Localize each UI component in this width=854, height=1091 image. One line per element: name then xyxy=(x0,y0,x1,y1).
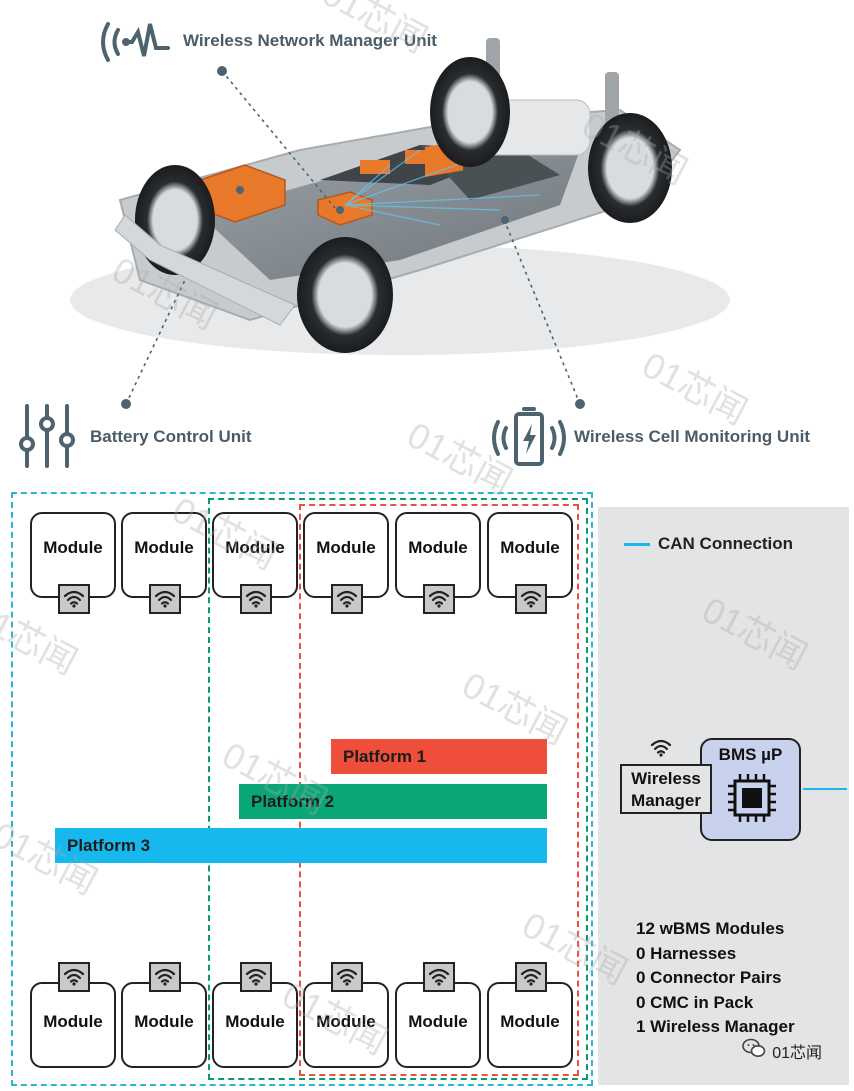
wireless-manager-box[interactable]: Wireless Manager xyxy=(620,764,712,814)
battery-control-label: Battery Control Unit xyxy=(90,427,252,446)
module-label: Module xyxy=(500,538,560,557)
cell-monitoring-label: Wireless Cell Monitoring Unit xyxy=(574,427,810,446)
wifi-icon xyxy=(58,584,90,614)
module-top-1[interactable]: Module xyxy=(30,512,116,614)
bms-label: BMS µP xyxy=(718,745,783,764)
module-label: Module xyxy=(500,1012,560,1031)
module-top-6[interactable]: Module xyxy=(487,512,573,614)
bms-processor-box[interactable]: BMS µP xyxy=(700,738,801,841)
module-bottom-6[interactable]: Module xyxy=(487,962,573,1068)
can-legend-label: CAN Connection xyxy=(658,534,794,553)
signal-wave-icon xyxy=(96,14,170,75)
wifi-icon xyxy=(331,962,363,992)
wifi-icon xyxy=(149,584,181,614)
ev-chassis-illustration xyxy=(70,38,730,409)
can-legend-swatch xyxy=(624,543,650,546)
module-label: Module xyxy=(225,1012,285,1031)
stat-harnesses: 0 Harnesses xyxy=(636,943,737,963)
platform3-zone xyxy=(11,492,593,1086)
module-label: Module xyxy=(43,1012,103,1031)
wifi-icon xyxy=(149,962,181,992)
stats-list: 12 wBMS Modules 0 Harnesses 0 Connector … xyxy=(636,917,795,1040)
wbms-platform-diagram: Module Module Module Module Module Modul… xyxy=(0,488,854,1091)
stat-cmc: 0 CMC in Pack xyxy=(636,992,754,1012)
wireless-battery-icon xyxy=(488,404,570,473)
wifi-icon xyxy=(423,962,455,992)
module-bottom-4[interactable]: Module xyxy=(303,962,389,1068)
wbms-summary-panel: CAN Connection BMS µP Wireless Manager 1… xyxy=(598,507,849,1085)
module-bottom-5[interactable]: Module xyxy=(395,962,481,1068)
stat-connector-pairs: 0 Connector Pairs xyxy=(636,968,782,987)
module-top-3[interactable]: Module xyxy=(212,512,298,614)
wifi-icon xyxy=(423,584,455,614)
platform-2-bar: Platform 2 xyxy=(239,784,547,819)
wifi-icon xyxy=(650,739,672,762)
wifi-icon xyxy=(515,962,547,992)
vehicle-illustration: Wireless Network Manager Unit Battery Co… xyxy=(0,0,854,480)
module-label: Module xyxy=(316,1012,376,1031)
module-bottom-3[interactable]: Module xyxy=(212,962,298,1068)
can-connection-line xyxy=(803,788,847,790)
module-bottom-2[interactable]: Module xyxy=(121,962,207,1068)
wifi-icon xyxy=(240,584,272,614)
wireless-manager-line2: Manager xyxy=(631,791,701,810)
module-bottom-1[interactable]: Module xyxy=(30,962,116,1068)
module-label: Module xyxy=(316,538,376,557)
network-manager-label: Wireless Network Manager Unit xyxy=(183,31,437,50)
platform-1-bar: Platform 1 xyxy=(331,739,547,774)
module-top-2[interactable]: Module xyxy=(121,512,207,614)
wechat-attribution: 01芯闻 xyxy=(742,1038,822,1063)
module-label: Module xyxy=(408,1012,468,1031)
slider-controls-icon xyxy=(17,404,77,473)
module-label: Module xyxy=(134,538,194,557)
module-label: Module xyxy=(134,1012,194,1031)
stat-wireless-manager: 1 Wireless Manager xyxy=(636,1017,795,1036)
platform-2-label: Platform 2 xyxy=(251,792,335,811)
platform-1-label: Platform 1 xyxy=(343,747,427,766)
module-label: Module xyxy=(225,538,285,557)
wifi-icon xyxy=(58,962,90,992)
wifi-icon xyxy=(331,584,363,614)
module-label: Module xyxy=(408,538,468,557)
platform-3-label: Platform 3 xyxy=(67,836,151,855)
wechat-icon xyxy=(742,1038,766,1063)
microchip-icon xyxy=(726,772,778,829)
wechat-account-name: 01芯闻 xyxy=(772,1044,822,1062)
wifi-icon xyxy=(240,962,272,992)
stat-modules: 12 wBMS Modules xyxy=(636,919,785,938)
platform-3-bar: Platform 3 xyxy=(55,828,547,863)
module-label: Module xyxy=(43,538,103,557)
wifi-icon xyxy=(515,584,547,614)
wireless-manager-line1: Wireless xyxy=(631,769,701,788)
module-top-5[interactable]: Module xyxy=(395,512,481,614)
platform2-zone xyxy=(208,498,588,1080)
module-top-4[interactable]: Module xyxy=(303,512,389,614)
